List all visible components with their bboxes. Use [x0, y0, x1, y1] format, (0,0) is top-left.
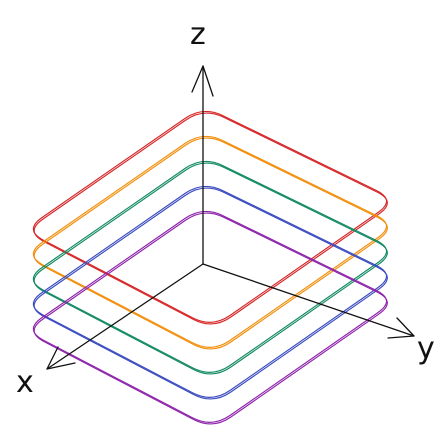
contour-layers: [32, 110, 388, 425]
contour-layer-1-stroke-a: [32, 110, 388, 323]
y-axis-line: [202, 263, 415, 337]
z-axis-label: z: [190, 17, 206, 52]
contour-layer-3-stroke-b: [33, 162, 388, 375]
contour-layer-2-stroke-a: [32, 135, 388, 348]
contour-layer-4-stroke-b: [33, 187, 388, 400]
contour-layer-1-stroke-b: [33, 112, 388, 325]
x-axis-label: x: [16, 365, 34, 400]
y-axis-label: y: [417, 331, 435, 366]
contour-layer-4-stroke-a: [32, 185, 388, 398]
y-axis-arrowhead: [387, 317, 415, 339]
z-axis-arrowhead: [191, 65, 214, 97]
axes: [46, 65, 415, 370]
x-axis-arrowhead: [46, 346, 76, 370]
contour-layer-2-stroke-b: [33, 137, 388, 350]
x-axis-line: [46, 263, 204, 370]
contour-layer-5-stroke-b: [33, 212, 388, 425]
